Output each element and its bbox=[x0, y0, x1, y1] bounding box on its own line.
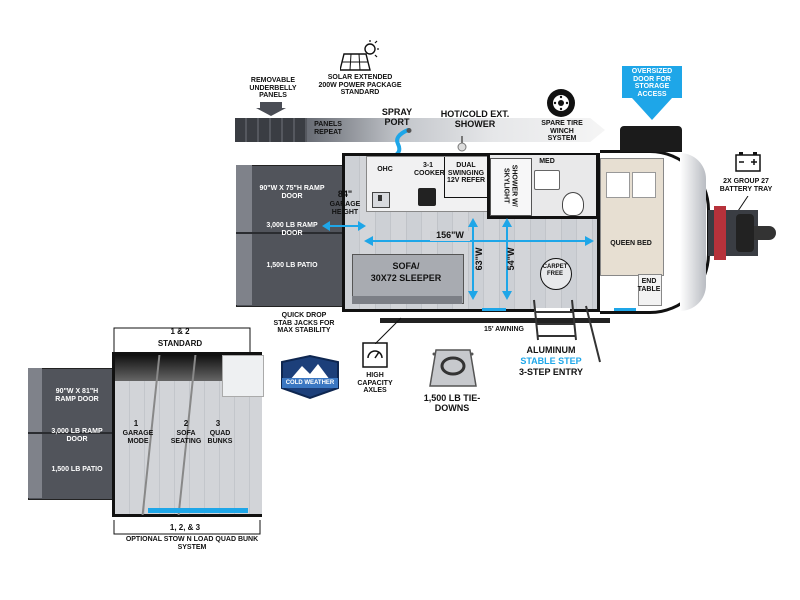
battery-icon bbox=[735, 152, 761, 172]
pillow-2 bbox=[632, 172, 656, 198]
width-156-arrow bbox=[364, 236, 594, 246]
inset-door-size-label: 90"W x 81"H RAMP DOOR bbox=[55, 388, 99, 403]
sink-faucet bbox=[378, 195, 382, 201]
inset-footer-label: OPTIONAL STOW N LOAD QUAD BUNK SYSTEM bbox=[125, 536, 259, 551]
front-storage bbox=[620, 126, 682, 152]
spray-port-label: SPRAY PORT bbox=[381, 107, 413, 127]
end-table-label: END TABLE bbox=[637, 278, 661, 293]
inset-ramp-hinge bbox=[28, 432, 112, 434]
sofa-size-label: 30x72 SLEEPER bbox=[370, 273, 442, 283]
window-blue-1 bbox=[482, 308, 506, 311]
ramp-door-size-label: 90"W x 75"H RAMP DOOR bbox=[259, 185, 325, 200]
med-label: MED bbox=[539, 158, 555, 165]
storage-door-label: OVERSIZED DOOR FOR STORAGE ACCESS bbox=[631, 68, 673, 99]
inset-ramp-door bbox=[28, 368, 114, 500]
axle-gauge-icon bbox=[362, 342, 388, 368]
tie-downs-label: 1,500 LB TIE-DOWNS bbox=[423, 393, 481, 413]
axles-label: HIGH CAPACITY AXLES bbox=[357, 372, 393, 395]
cooktop bbox=[418, 188, 436, 206]
cold-weather-badge-icon bbox=[281, 354, 339, 400]
mode1-label: GARAGE MODE bbox=[122, 430, 154, 445]
toilet bbox=[562, 192, 584, 216]
entry-step-icon bbox=[533, 299, 601, 363]
solar-panel-icon bbox=[340, 40, 379, 71]
inset-standard-bracket bbox=[113, 327, 251, 352]
tie-down-icon bbox=[429, 349, 477, 387]
mode3-label: QUAD BUNKS bbox=[207, 430, 233, 445]
mode2-label: SOFA SEATING bbox=[170, 430, 202, 445]
inset-bunk-bed bbox=[222, 355, 264, 397]
refer-box bbox=[444, 157, 488, 198]
storage-door-callout bbox=[622, 66, 682, 98]
lavatory bbox=[534, 170, 560, 190]
inset-patio-label: 1,500 LB PATIO bbox=[51, 466, 103, 473]
ramp-door-hinge bbox=[236, 232, 342, 234]
spare-tire-label: SPARE TIRE WINCH SYSTEM bbox=[541, 120, 583, 143]
spare-tire-icon bbox=[547, 89, 575, 117]
width-54-label: 54"W bbox=[506, 247, 517, 271]
inset-door-rating-label: 3,000 LB RAMP DOOR bbox=[51, 428, 103, 443]
mode1-num: 1 bbox=[133, 419, 139, 428]
pillow-1 bbox=[606, 172, 630, 198]
inset-standard-num: 1 & 2 bbox=[170, 327, 190, 336]
queen-bed-label: QUEEN BED bbox=[610, 240, 652, 247]
sofa bbox=[352, 254, 464, 304]
inset-footer-num: 1, 2, & 3 bbox=[169, 523, 201, 532]
awning-label: 15' AWNING bbox=[484, 326, 524, 333]
step-line1-label: ALUMINUM bbox=[526, 345, 576, 355]
inset-standard-label: STANDARD bbox=[157, 339, 203, 348]
shower-label-interior: SHOWER W/ SKYLIGHT bbox=[503, 164, 518, 207]
inset-footer-bracket bbox=[113, 520, 261, 535]
cooker-label: 3-1 COOKER bbox=[414, 162, 445, 177]
carpet-free-label: CARPET FREE bbox=[542, 264, 568, 277]
garage-height-label: GARAGE HEIGHT bbox=[329, 201, 361, 216]
width-54-arrow bbox=[502, 218, 512, 300]
shower-head-icon bbox=[457, 136, 467, 152]
ramp-door-edge bbox=[236, 165, 252, 305]
solar-label: SOLAR EXTENDED 200W POWER PACKAGE STANDA… bbox=[318, 74, 402, 97]
ramp-door bbox=[236, 165, 344, 307]
underbelly-panel-dark bbox=[235, 118, 307, 142]
width-156-label: 156"W bbox=[430, 230, 470, 241]
step-line2-label: STABLE STEP bbox=[520, 356, 582, 366]
front-cap-shade bbox=[680, 153, 706, 311]
mode2-num: 2 bbox=[183, 419, 189, 428]
shower-stall bbox=[490, 158, 532, 216]
panels-repeat-label: PANELS REPEAT bbox=[314, 121, 342, 136]
ohc-label: OHC bbox=[377, 166, 393, 173]
shower-label: HOT/COLD EXT. SHOWER bbox=[440, 109, 510, 129]
jack bbox=[736, 214, 754, 252]
awning-bar bbox=[380, 318, 610, 323]
cold-weather-label: COLD WEATHER bbox=[285, 380, 335, 386]
stab-jacks-label: QUICK DROP STAB JACKS FOR MAX STABILITY bbox=[273, 312, 335, 335]
entry-door-gap bbox=[534, 308, 570, 312]
axle-pointer bbox=[375, 317, 402, 344]
garage-height-value: 84" bbox=[337, 189, 353, 199]
width-63-label: 63"W bbox=[474, 247, 485, 271]
end-table bbox=[638, 274, 662, 306]
storage-arrow-icon bbox=[632, 98, 672, 120]
mode3-num: 3 bbox=[215, 419, 221, 428]
sofa-back bbox=[352, 296, 462, 304]
ramp-door-rating-label: 3,000 LB RAMP DOOR bbox=[266, 222, 318, 237]
sofa-title-label: SOFA/ bbox=[392, 261, 420, 271]
carpet-free-badge bbox=[540, 258, 572, 290]
refer-label: DUAL SWINGING 12V REFER bbox=[446, 162, 486, 185]
garage-height-arrow bbox=[322, 221, 366, 231]
inset-floor-track bbox=[148, 508, 248, 513]
battery-label: 2X GROUP 27 BATTERY TRAY bbox=[719, 178, 773, 193]
underbelly-arrow-icon bbox=[256, 102, 286, 116]
underbelly-label: REMOVABLE UNDERBELLY PANELS bbox=[249, 77, 297, 100]
window-blue-2 bbox=[614, 308, 636, 311]
battery-tray bbox=[714, 206, 726, 260]
width-63-arrow bbox=[468, 218, 478, 300]
patio-label: 1,500 LB PATIO bbox=[266, 262, 318, 269]
step-line3-label: 3-STEP ENTRY bbox=[518, 367, 583, 377]
hitch-coupler bbox=[752, 226, 776, 240]
